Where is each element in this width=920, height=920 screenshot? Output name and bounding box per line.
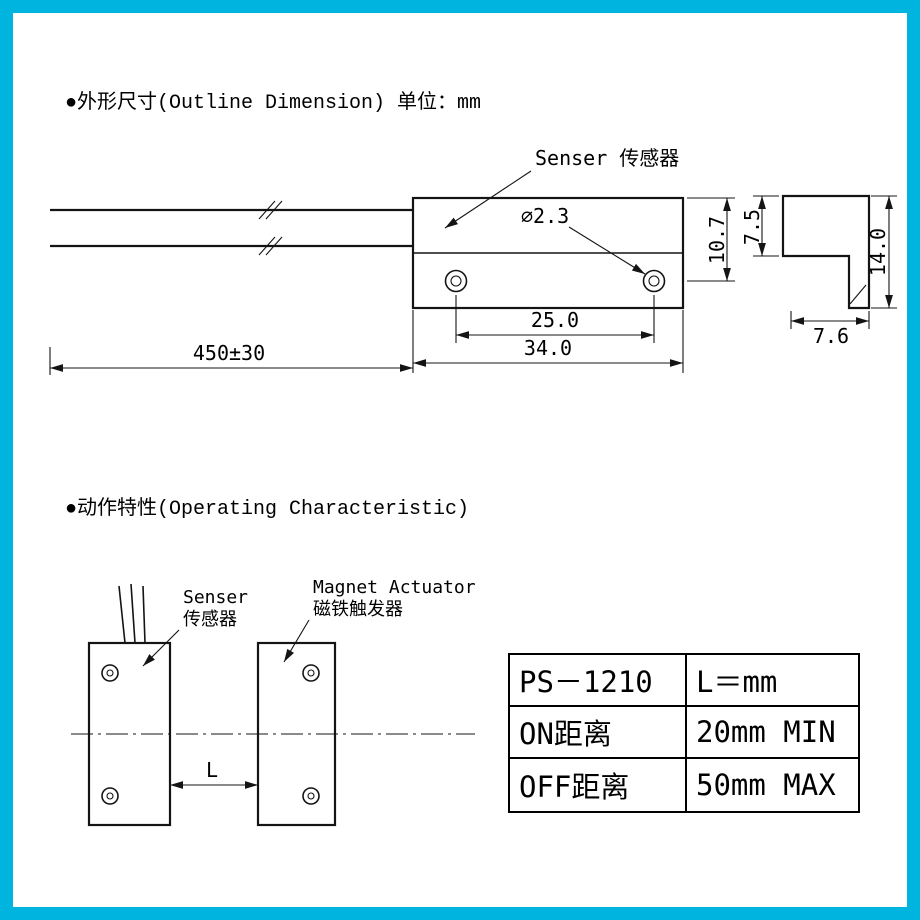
magnet-actuator-label-en: Magnet Actuator (313, 577, 476, 598)
sensor-callout-arrow (444, 170, 532, 229)
sensor-body-front-view (411, 196, 685, 310)
sensor-wires (118, 583, 146, 644)
magnet-actuator-label-zh: 磁铁触发器 (313, 599, 403, 620)
technical-drawing: Senser 传感器 ⌀2.3 10.7 25.0 (49, 146, 897, 827)
sensor-hole-bottom (101, 787, 119, 805)
spec-table: PS－1210 L＝mm ON距离 20mm MIN OFF距离 50mm MA… (508, 653, 860, 813)
dim-wire-length-text: 450±30 (193, 341, 265, 365)
operating-sensor-label-en: Senser (183, 587, 248, 608)
wire-lines (50, 200, 413, 256)
dim-wire-length: 450±30 (49, 341, 413, 375)
dim-body-height: 10.7 (687, 197, 735, 282)
sensor-hole-top (101, 664, 119, 682)
hole-diameter-label: ⌀2.3 (521, 204, 569, 228)
operating-sensor-arrow (142, 629, 180, 667)
dim-gap-L: L (170, 758, 258, 789)
dim-gap-L-text: L (206, 758, 218, 782)
sensor-side-view (781, 194, 871, 310)
operating-drawing: Senser 传感器 Magnet Actuator 磁铁触发器 L (71, 577, 476, 827)
dim-side-top-height: 7.5 (740, 195, 779, 257)
sensor-block (87, 583, 172, 827)
dim-side-depth-text: 7.6 (813, 324, 849, 348)
dim-hole-spacing-text: 25.0 (531, 308, 579, 332)
sensor-callout-label: Senser 传感器 (535, 146, 679, 170)
dim-side-total-height-text: 14.0 (866, 228, 890, 276)
dim-hole-spacing: 25.0 (455, 295, 655, 343)
dim-side-depth: 7.6 (790, 311, 870, 348)
mounting-hole-left (444, 269, 468, 293)
dim-side-total-height: 14.0 (866, 195, 897, 309)
spec-model: PS－1210 (510, 655, 687, 707)
dim-side-top-height-text: 7.5 (740, 209, 764, 245)
dim-body-width: 34.0 (412, 310, 684, 373)
spec-off-value: 50mm MAX (696, 768, 836, 802)
magnet-hole-top (302, 664, 320, 682)
spec-on-label: ON距离 (510, 707, 687, 759)
dim-body-width-text: 34.0 (524, 336, 572, 360)
operating-section-heading: ●动作特性(Operating Characteristic) (65, 498, 470, 521)
spec-off-label: OFF距离 (510, 759, 687, 811)
outline-section-heading: ●外形尺寸(Outline Dimension) 单位：mm (65, 92, 482, 115)
wire-break-mark (258, 200, 283, 256)
spec-on-value: 20mm MIN (687, 707, 858, 759)
dim-body-height-text: 10.7 (705, 216, 729, 264)
magnet-hole-bottom (302, 787, 320, 805)
hole-diameter-arrow (568, 226, 646, 275)
spec-unit: L＝mm (687, 655, 858, 707)
magnet-actuator-arrow (283, 619, 310, 663)
mounting-hole-right (642, 269, 666, 293)
outline-drawing: Senser 传感器 ⌀2.3 10.7 25.0 (49, 146, 897, 375)
operating-sensor-label-zh: 传感器 (183, 609, 237, 630)
